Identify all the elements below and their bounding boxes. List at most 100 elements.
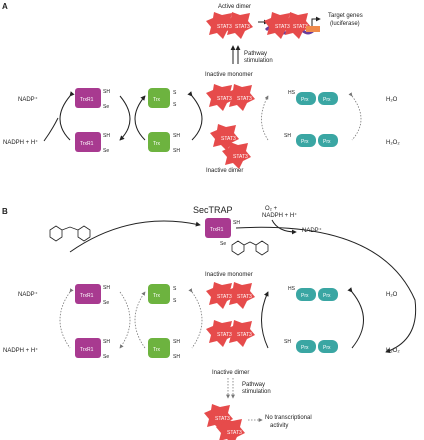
inhibitor-molecule-top <box>49 225 91 242</box>
trxr1-trx-arrow <box>119 95 131 141</box>
dna-bound-dimer: STAT3 STAT3 <box>264 12 321 39</box>
pathway-label: Pathway <box>244 51 267 57</box>
trxr1-trx-b-arrow <box>119 291 131 349</box>
svg-text:Prx: Prx <box>301 293 309 299</box>
svg-text:Trx: Trx <box>153 97 161 103</box>
svg-text:STAT3: STAT3 <box>217 332 232 338</box>
inactive-dimer-b-label: Inactive dimer <box>212 370 249 376</box>
svg-text:TrxR1: TrxR1 <box>80 141 94 147</box>
h2o2-cycle-arrow <box>348 92 362 141</box>
nadph-feed-arrow <box>43 117 59 142</box>
svg-text:SH: SH <box>173 148 180 154</box>
svg-text:TrxR1: TrxR1 <box>210 227 224 233</box>
svg-text:Prx: Prx <box>301 345 309 351</box>
svg-text:Prx: Prx <box>323 139 331 145</box>
inactive-dimer-label: Inactive dimer <box>206 168 243 174</box>
stat3-inactive-monomer: STAT3 STAT3 <box>206 84 255 111</box>
prx-stat3-b-arrow <box>261 291 269 349</box>
luciferase-label: (luciferase) <box>330 21 360 27</box>
inhibitor-molecule-bound <box>231 240 269 256</box>
redox-arrow <box>271 219 297 235</box>
trx-b-reduced: Trx SH SH <box>148 338 180 360</box>
svg-text:STAT3: STAT3 <box>221 136 236 142</box>
active-dimer-stat3: STAT3 STAT3 <box>206 12 253 39</box>
svg-text:STAT3: STAT3 <box>237 332 252 338</box>
svg-text:Prx: Prx <box>301 97 309 103</box>
svg-text:Trx: Trx <box>153 293 161 299</box>
trx-stat3-arrow <box>187 91 203 141</box>
o2-label: O₂ + <box>265 206 278 212</box>
trx-oxidized: Trx S S <box>148 88 177 108</box>
svg-text:SH: SH <box>103 89 110 95</box>
svg-text:SH: SH <box>173 339 180 345</box>
svg-text:STAT3: STAT3 <box>227 430 242 436</box>
svg-text:STAT3: STAT3 <box>235 24 250 30</box>
sectrap-h2o2-arrow <box>235 226 417 353</box>
stat3-b-inactive-final: STAT3 STAT3 <box>204 404 245 440</box>
svg-text:Se: Se <box>103 354 109 360</box>
no-activity-label-1: No transcriptional <box>265 415 312 421</box>
h2o2-cycle-b <box>347 287 364 349</box>
svg-text:Prx: Prx <box>323 293 331 299</box>
svg-text:Se: Se <box>103 148 109 154</box>
svg-text:Se: Se <box>220 241 226 247</box>
inactive-monomer-b-label: Inactive monomer <box>205 272 253 278</box>
nadp-b-label: NADP⁺ <box>18 291 38 298</box>
trxr1-reduced: TrxR1 SH Se <box>75 132 110 154</box>
svg-text:SH: SH <box>103 133 110 139</box>
svg-text:Prx: Prx <box>323 97 331 103</box>
trx-trxr1-arrow <box>134 95 146 141</box>
h2o-b-label: H₂O <box>386 292 398 298</box>
svg-text:HS: HS <box>288 90 296 96</box>
panel-b: B SecTRAP TrxR1 SH Se O₂ + NADPH + H⁺ NA… <box>2 205 417 440</box>
nadph-cycle-arrow <box>59 91 75 141</box>
svg-text:STAT3: STAT3 <box>275 24 290 30</box>
svg-text:SH: SH <box>173 354 180 360</box>
svg-text:TrxR1: TrxR1 <box>80 97 94 103</box>
sectrap-label: SecTRAP <box>193 205 233 215</box>
active-dimer-label: Active dimer <box>218 4 251 10</box>
svg-text:Trx: Trx <box>153 141 161 147</box>
svg-text:STAT3: STAT3 <box>293 24 308 30</box>
target-genes-label: Target genes <box>328 13 363 19</box>
prx-bottom: SH Prx Prx <box>284 133 338 147</box>
svg-text:S: S <box>173 286 177 292</box>
stat3-b-monomer: STAT3 STAT3 <box>206 282 255 309</box>
svg-text:SH: SH <box>103 339 110 345</box>
svg-text:SH: SH <box>284 339 291 345</box>
svg-text:TrxR1: TrxR1 <box>80 347 94 353</box>
stimulation-label: stimulation <box>244 58 273 64</box>
sectrap-trxr1: TrxR1 SH Se <box>205 218 240 247</box>
svg-text:S: S <box>173 298 177 304</box>
svg-text:Se: Se <box>103 300 109 306</box>
svg-text:STAT3: STAT3 <box>217 96 232 102</box>
stat3-b-dimer: STAT3 STAT3 <box>206 320 255 347</box>
svg-text:STAT3: STAT3 <box>233 154 248 160</box>
trxr1-b-reduced: TrxR1 SH Se <box>75 338 110 360</box>
svg-text:Prx: Prx <box>301 139 309 145</box>
svg-text:SH: SH <box>284 133 291 139</box>
svg-text:STAT3: STAT3 <box>237 96 252 102</box>
prx-top: HS Prx Prx <box>288 90 338 105</box>
panel-a: A Active dimer STAT3 STAT3 STAT3 STAT3 T… <box>2 2 400 174</box>
trx-stat3-b-arrow <box>188 288 203 349</box>
nadph-label: NADPH + H⁺ <box>3 139 38 146</box>
prx-b-top: HS Prx Prx <box>288 286 338 301</box>
pathway-b-label: Pathway <box>242 382 265 388</box>
svg-text:Prx: Prx <box>323 345 331 351</box>
h2o2-label: H₂O₂ <box>386 140 400 146</box>
svg-text:S: S <box>173 102 177 108</box>
h2o-label: H₂O <box>386 97 398 103</box>
inactive-monomer-label: Inactive monomer <box>205 72 253 78</box>
nadph-b2-label: NADPH + H⁺ <box>3 347 38 354</box>
svg-text:HS: HS <box>288 286 296 292</box>
svg-text:STAT3: STAT3 <box>217 24 232 30</box>
svg-text:TrxR1: TrxR1 <box>80 293 94 299</box>
trxr1-b-oxidized: TrxR1 SH Se <box>75 284 110 306</box>
prx-b-bottom: SH Prx Prx <box>284 339 338 353</box>
svg-text:Trx: Trx <box>153 347 161 353</box>
svg-text:SH: SH <box>173 133 180 139</box>
svg-text:STAT3: STAT3 <box>217 294 232 300</box>
svg-text:S: S <box>173 90 177 96</box>
